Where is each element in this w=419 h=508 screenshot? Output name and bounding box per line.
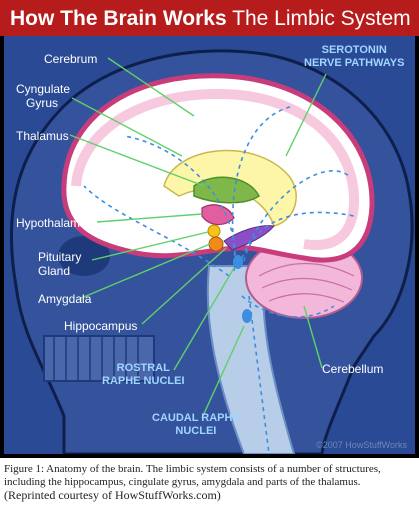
label-rostral-line1: ROSTRAL xyxy=(116,362,170,374)
label-caudal-raphe-nuclei: CAUDAL RAPHE NUCLEI xyxy=(152,412,240,438)
label-caudal-line2: NUCLEI xyxy=(175,425,217,437)
label-caudal-line1: CAUDAL RAPHE xyxy=(152,412,240,424)
brain-illustration xyxy=(9,49,414,454)
serotonin-pathways xyxy=(83,105,355,454)
brain-stem xyxy=(206,265,296,454)
amygdala-shape xyxy=(208,236,224,252)
label-serotonin-line1: SEROTONIN xyxy=(321,44,387,56)
label-gland: Gland xyxy=(38,264,71,278)
figure-header: How The Brain Works The Limbic System xyxy=(0,0,419,36)
label-cerebellum: Cerebellum xyxy=(322,362,384,376)
rostral-raphe-nucleus xyxy=(233,255,243,269)
label-serotonin-nerve-pathways: SEROTONIN NERVE PATHWAYS xyxy=(304,44,404,70)
label-gyrus: Gyrus xyxy=(26,96,59,110)
figure-title-subtitle: The Limbic System xyxy=(232,7,411,30)
figure-title: How The Brain Works The Limbic System xyxy=(10,7,411,31)
caudal-raphe-nucleus xyxy=(242,309,252,323)
copyright-notice: ©2007 HowStuffWorks xyxy=(316,440,407,450)
figure-title-bold: How The Brain Works xyxy=(10,7,227,30)
figure-caption: Figure 1: Anatomy of the brain. The limb… xyxy=(4,463,415,502)
brain-diagram-panel: Cerebrum Cyngulate Gyrus Thalamus Hypoth… xyxy=(4,36,415,454)
label-hippocampus: Hippocampus xyxy=(64,319,138,333)
label-cerebrum: Cerebrum xyxy=(44,52,98,66)
label-leader-lines xyxy=(69,57,327,419)
caption-credit: (Reprinted courtesy of HowStuffWorks.com… xyxy=(4,488,221,502)
pituitary-shape xyxy=(207,224,221,238)
label-rostral-line2: RAPHE NUCLEI xyxy=(102,375,185,387)
label-cyngulate: Cyngulate xyxy=(16,82,71,96)
label-amygdala: Amygdala xyxy=(38,292,92,306)
label-pituitary: Pituitary xyxy=(38,250,82,264)
thalamus-shape xyxy=(193,176,260,204)
caption-text: Figure 1: Anatomy of the brain. The limb… xyxy=(4,463,381,488)
label-hypothalamus: Hypothalamus xyxy=(16,216,93,230)
label-serotonin-line2: NERVE PATHWAYS xyxy=(304,57,405,69)
label-rostral-raphe-nuclei: ROSTRAL RAPHE NUCLEI xyxy=(102,362,185,388)
raphe-nuclei xyxy=(233,255,252,323)
eye-socket xyxy=(58,236,110,276)
hippocampus-shape xyxy=(223,225,275,251)
label-thalamus: Thalamus xyxy=(16,129,69,143)
hypothalamus-shape xyxy=(201,204,235,226)
